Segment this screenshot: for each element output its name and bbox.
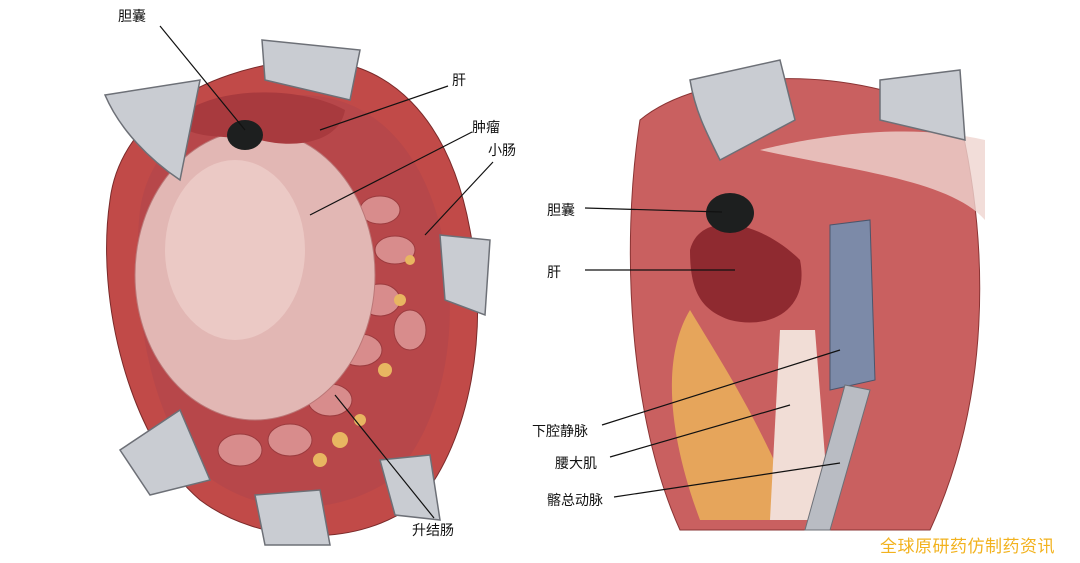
label-tumor: 肿瘤 — [472, 120, 500, 136]
common-iliac-artery — [804, 384, 871, 531]
label-gallbladder-right: 胆囊 — [547, 203, 575, 219]
label-common-iliac-artery: 髂总动脉 — [547, 493, 603, 509]
psoas-major — [770, 330, 830, 520]
label-small-intestine: 小肠 — [488, 143, 516, 159]
liver — [175, 92, 345, 144]
label-ascending-colon: 升结肠 — [412, 523, 454, 539]
gallbladder-right — [706, 193, 754, 233]
label-psoas-major: 腰大肌 — [555, 456, 597, 472]
leader-lines — [159, 25, 841, 519]
fat-deposits — [313, 255, 415, 467]
label-gallbladder-left: 胆囊 — [118, 9, 146, 25]
retractors-right — [689, 59, 966, 162]
label-liver-left: 肝 — [452, 73, 466, 89]
label-inferior-vena-cava: 下腔静脉 — [532, 424, 588, 440]
watermark: 全球原研药仿制药资讯 — [880, 537, 1055, 557]
left-surgical-illustration — [103, 39, 491, 546]
liver-right — [690, 224, 802, 323]
right-surgical-illustration — [629, 59, 985, 531]
retractors — [103, 39, 491, 546]
inferior-vena-cava — [829, 219, 876, 391]
gallbladder — [227, 120, 263, 150]
label-liver-right: 肝 — [547, 265, 561, 281]
